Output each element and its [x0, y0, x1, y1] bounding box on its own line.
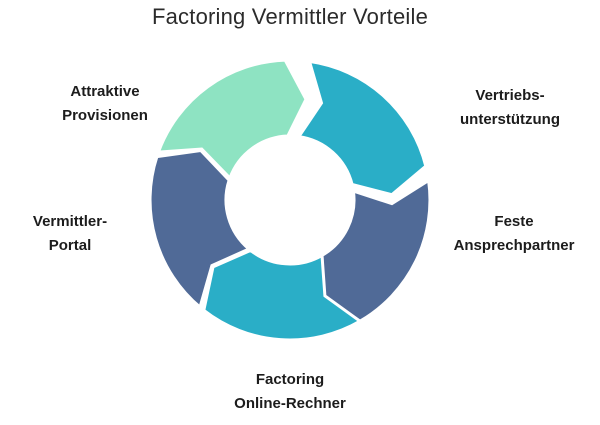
label-factoring-online-rechner: Factoring Online-Rechner	[234, 371, 346, 412]
diagram-title: Factoring Vermittler Vorteile	[151, 4, 429, 29]
label-attraktive-provisionen: Attraktive Provisionen	[62, 83, 148, 124]
label-vertriebsunterstuetzung: Vertriebs- unterstützung	[460, 87, 560, 128]
center-hole	[226, 136, 354, 264]
label-vermittler-portal: Vermittler- Portal	[32, 213, 108, 254]
label-feste-ansprechpartner: Feste Ansprechpartner	[453, 213, 575, 254]
